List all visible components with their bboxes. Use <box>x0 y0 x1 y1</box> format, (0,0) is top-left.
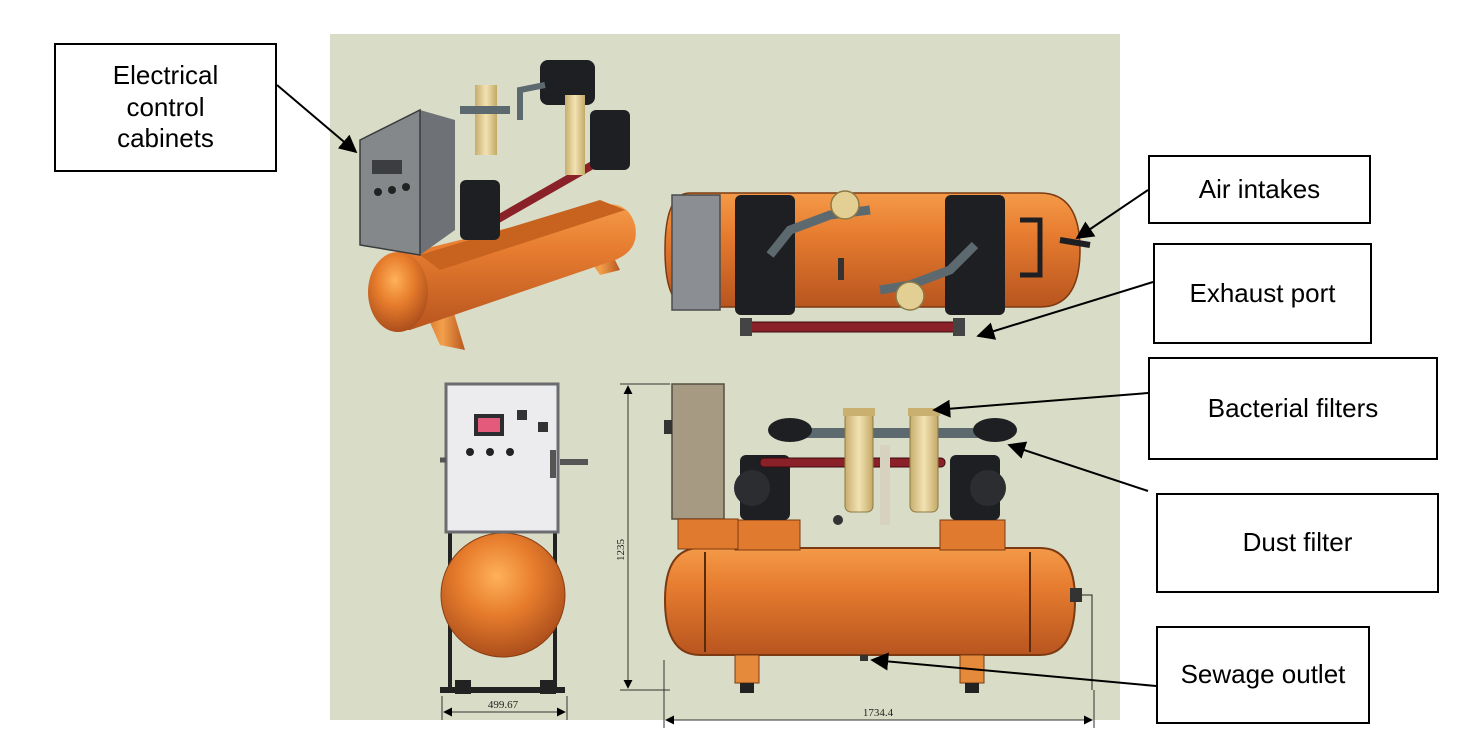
label-text: Dust filter <box>1242 527 1353 558</box>
label-text: Sewage outlet <box>1180 659 1346 690</box>
label-exhaust-port: Exhaust port <box>1153 243 1372 344</box>
label-text: Exhaust port <box>1189 277 1336 308</box>
arrow-dust-filter <box>1007 441 1149 492</box>
label-electrical-control-cabinets: Electrical control cabinets <box>54 43 277 172</box>
top-view <box>664 190 1091 336</box>
label-sewage-outlet: Sewage outlet <box>1156 626 1370 724</box>
callout-arrows <box>276 84 1157 687</box>
side-view: 1235 <box>615 383 1095 728</box>
isometric-view <box>359 60 636 350</box>
label-bacterial-filters: Bacterial filters <box>1148 357 1438 460</box>
arrow-exhaust-port <box>976 281 1154 340</box>
label-line: control <box>126 91 205 122</box>
length-dimension: 1734.4 <box>863 707 894 719</box>
label-dust-filter: Dust filter <box>1156 493 1439 593</box>
arrow-electrical <box>276 84 358 154</box>
label-text: Bacterial filters <box>1207 392 1379 423</box>
label-text: Air intakes <box>1198 173 1321 204</box>
front-view: 499.67 <box>440 382 588 720</box>
front-width-dimension: 499.67 <box>488 699 519 711</box>
arrow-air-intakes <box>1075 189 1149 240</box>
label-line: cabinets <box>117 123 214 154</box>
arrow-bacterial-filters <box>932 392 1149 418</box>
arrow-sewage-outlet <box>870 652 1157 687</box>
label-air-intakes: Air intakes <box>1148 155 1371 224</box>
height-dimension: 1235 <box>615 539 627 562</box>
label-line: Electrical <box>112 59 219 90</box>
